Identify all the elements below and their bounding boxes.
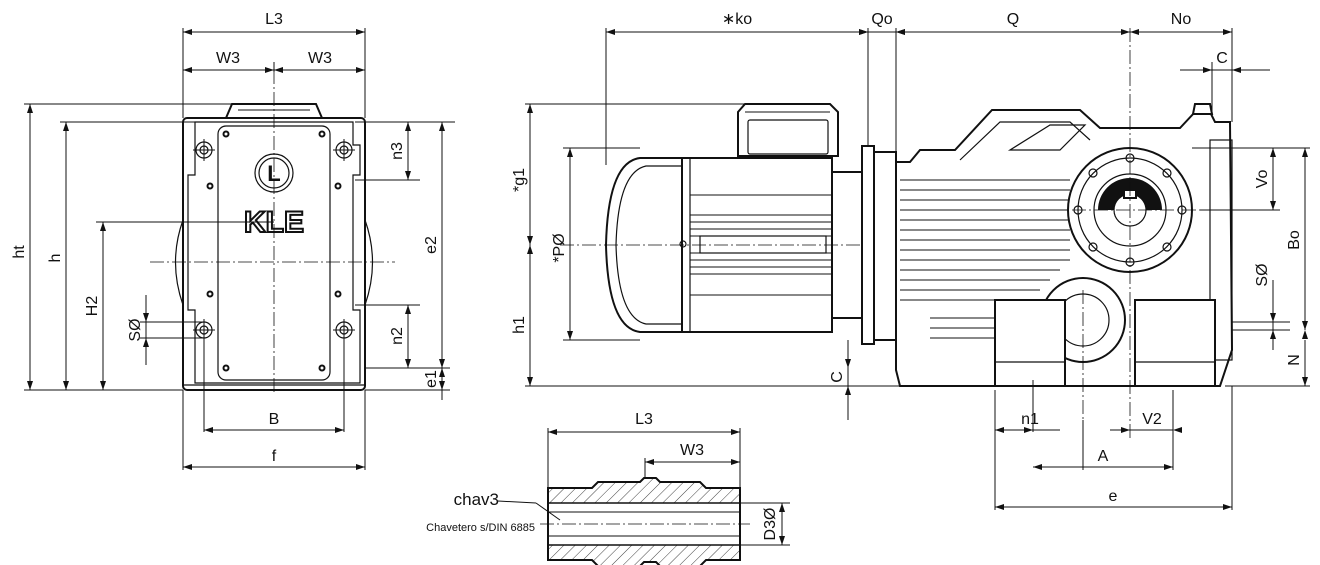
label-H2: H2 [84, 296, 101, 317]
label-W3-left: W3 [216, 50, 240, 67]
label-L3-front: L3 [265, 11, 283, 28]
logo-letter: L [267, 161, 280, 186]
label-ht: ht [11, 245, 28, 259]
label-S-front: SØ [127, 318, 144, 341]
label-No: No [1171, 11, 1192, 28]
label-n1: n1 [1021, 411, 1039, 428]
shaft-view: L3 W3 D3Ø chav3 Chavetero s/DIN 6885 [426, 411, 790, 565]
label-Bo: Bo [1286, 230, 1303, 250]
label-e2: e2 [423, 236, 440, 254]
label-n2: n2 [389, 327, 406, 345]
label-e1: e1 [423, 370, 440, 388]
label-n3: n3 [389, 142, 406, 160]
label-C-top: C [1216, 50, 1228, 67]
label-Qo: Qo [871, 11, 892, 28]
label-P: *PØ [551, 233, 568, 262]
front-view: L KLE [11, 11, 455, 470]
label-Vo: Vo [1254, 170, 1271, 189]
label-C-bottom: C [829, 371, 846, 383]
label-B: B [269, 411, 280, 428]
side-view: ∗ko Qo Q No C n1 V2 A e *g1 *PØ h1 C Vo … [511, 11, 1310, 510]
label-e: e [1109, 488, 1118, 505]
label-N: N [1286, 354, 1303, 366]
label-ko: ∗ko [722, 11, 752, 28]
label-D3: D3Ø [762, 508, 779, 541]
motor-flange [861, 145, 875, 345]
label-L3-shaft: L3 [635, 411, 653, 428]
label-Q: Q [1007, 11, 1019, 28]
label-f: f [272, 448, 277, 465]
label-A: A [1098, 448, 1109, 465]
label-W3-right: W3 [308, 50, 332, 67]
label-h: h [47, 254, 64, 263]
label-chav3: chav3 [454, 490, 499, 509]
keyway-note: Chavetero s/DIN 6885 [426, 522, 535, 534]
label-h1: h1 [511, 316, 528, 334]
label-S-side: SØ [1254, 263, 1271, 286]
label-V2: V2 [1142, 411, 1162, 428]
label-W3-shaft: W3 [680, 442, 704, 459]
label-g1: *g1 [511, 168, 528, 192]
